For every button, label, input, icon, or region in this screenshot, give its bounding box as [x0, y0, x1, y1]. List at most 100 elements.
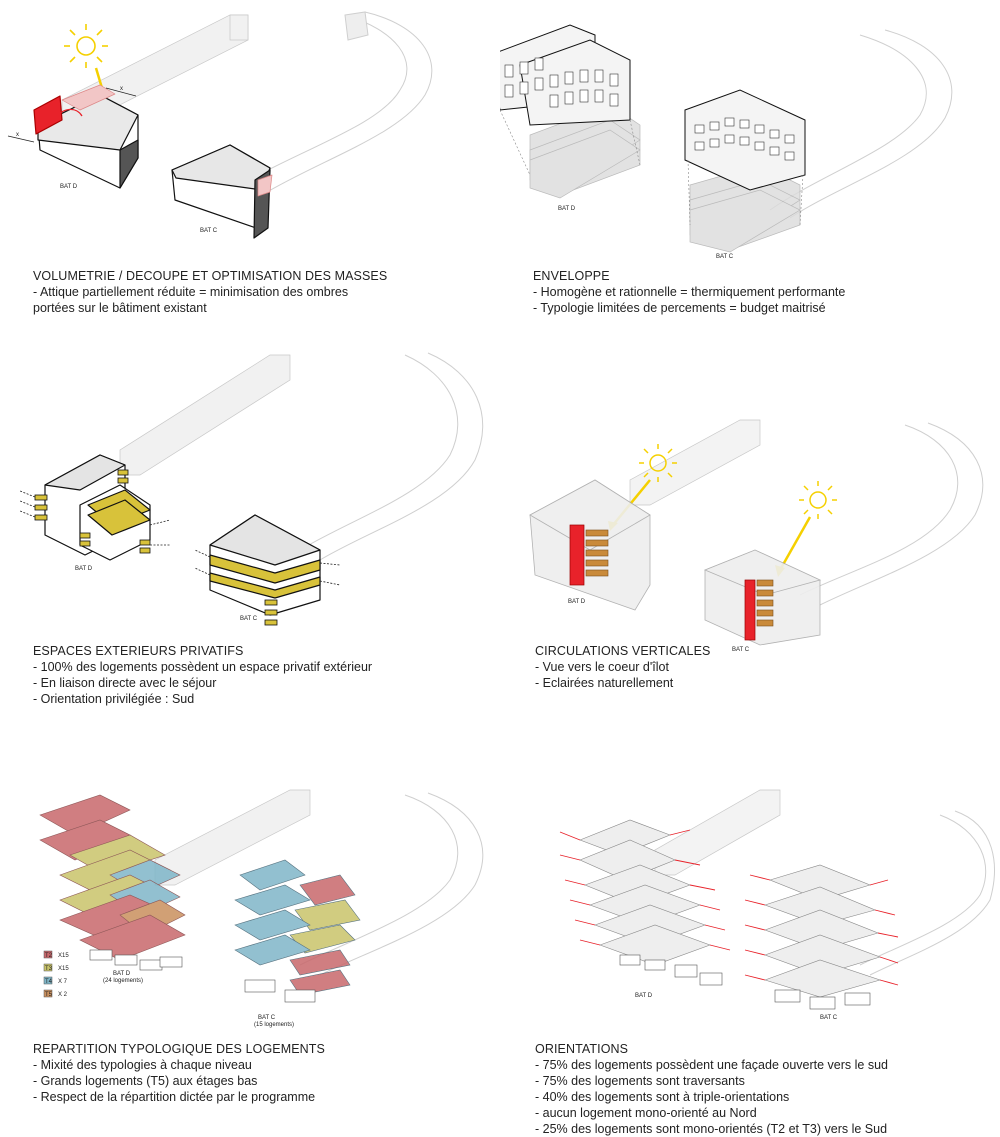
- bat-d-volume: [33, 84, 139, 189]
- bat-d-label: BAT D: [568, 599, 586, 605]
- curved-building-ghost: [799, 422, 984, 606]
- caption-line: - 75% des logements sont traversants: [535, 1074, 745, 1088]
- caption-line: - En liaison directe avec le séjour: [33, 676, 217, 690]
- balconies: [34, 469, 151, 554]
- caption-enveloppe: ENVELOPPE - Homogène et rationnelle = th…: [533, 268, 845, 316]
- existing-building-ghost: [654, 789, 781, 876]
- bat-d-label: BAT D: [113, 971, 131, 977]
- ground-volumes: [89, 949, 183, 971]
- bat-c-ghost: [703, 549, 822, 646]
- curved-building-ghost: [299, 352, 484, 561]
- sun-icon: [639, 444, 677, 482]
- stair-flights: [756, 579, 774, 627]
- caption-line: - 25% des logements sont mono-orientés (…: [535, 1122, 888, 1136]
- bat-d-volume: [44, 454, 151, 561]
- caption-title: CIRCULATIONS VERTICALES: [535, 644, 711, 658]
- svg-text:T2: T2: [45, 953, 53, 959]
- dimension-label: x: [120, 86, 123, 92]
- panel-repartition: BAT D (24 logements) BAT C (15 logements…: [0, 775, 500, 1136]
- enveloppe-diagram: BAT D BAT C: [500, 24, 953, 260]
- sun-icon: [64, 24, 108, 68]
- orientation-arrows: [19, 490, 171, 546]
- bat-c-volume: [171, 144, 273, 239]
- caption-line: - aucun logement mono-orienté au Nord: [535, 1106, 757, 1120]
- bat-c-label: BAT C: [258, 1015, 276, 1021]
- caption-volumetrie: VOLUMETRIE / DECOUPE ET OPTIMISATION DES…: [33, 268, 387, 316]
- caption-title: ESPACES EXTERIEURS PRIVATIFS: [33, 644, 244, 658]
- ground-volumes: [244, 979, 316, 1003]
- curved-building-ghost: [299, 792, 484, 976]
- caption-title: ORIENTATIONS: [535, 1042, 629, 1056]
- bat-c-volume: [209, 514, 321, 616]
- bat-c-label: BAT C: [716, 254, 734, 260]
- bat-d-floors: [579, 819, 711, 966]
- reduction-arrow: [55, 108, 83, 119]
- sun-icon: [799, 481, 837, 519]
- orientations-diagram: BAT D BAT C: [559, 789, 995, 1021]
- bat-d-label: BAT D: [60, 184, 78, 190]
- sun-ray-arrow: [778, 516, 812, 571]
- bat-c-typology-stack: [234, 859, 361, 996]
- caption-circulations: CIRCULATIONS VERTICALES - Vue vers le co…: [535, 643, 711, 691]
- caption-title: VOLUMETRIE / DECOUPE ET OPTIMISATION DES…: [33, 269, 388, 283]
- panel-orientations: BAT D BAT C ORIENTATIONS - 75% des logem…: [500, 775, 1000, 1136]
- stair-core-red: [744, 579, 756, 641]
- bat-c-label: BAT C: [240, 616, 258, 622]
- bat-d-exploded: BAT D: [500, 24, 641, 212]
- bat-c-floors: [764, 864, 882, 998]
- caption-line: - Orientation privilégiée : Sud: [33, 692, 195, 706]
- caption-line: - 40% des logements sont à triple-orient…: [535, 1090, 790, 1104]
- svg-text:X 2: X 2: [58, 992, 68, 998]
- caption-line: - Grands logements (T5) aux étages bas: [33, 1074, 258, 1088]
- bat-c-label: BAT C: [820, 1015, 838, 1021]
- svg-text:X15: X15: [58, 953, 69, 959]
- caption-line: - 75% des logements possèdent une façade…: [535, 1058, 888, 1072]
- svg-text:T5: T5: [45, 992, 53, 998]
- ground-volumes: [619, 954, 723, 986]
- bat-d-label: BAT D: [75, 566, 93, 572]
- bat-c-label: BAT C: [200, 228, 218, 234]
- svg-text:T4: T4: [45, 979, 53, 985]
- caption-espaces: ESPACES EXTERIEURS PRIVATIFS - 100% des …: [33, 643, 372, 707]
- curved-building-ghost: [859, 810, 995, 976]
- svg-text:X15: X15: [58, 966, 69, 972]
- caption-title: REPARTITION TYPOLOGIQUE DES LOGEMENTS: [33, 1042, 325, 1056]
- ground-volumes: [774, 989, 871, 1010]
- bat-c-exploded: BAT C: [684, 89, 806, 260]
- caption-repartition: REPARTITION TYPOLOGIQUE DES LOGEMENTS - …: [33, 1041, 325, 1105]
- orientation-arrows: [194, 549, 341, 586]
- caption-line: - Respect de la répartition dictée par l…: [33, 1090, 316, 1104]
- circulations-diagram: BAT D BAT C: [529, 419, 984, 653]
- bat-c-count: (15 logements): [254, 1022, 294, 1028]
- caption-orientations: ORIENTATIONS - 75% des logements possède…: [535, 1041, 888, 1137]
- caption-line: - Typologie limitées de percements = bud…: [533, 301, 826, 315]
- caption-line: - Vue vers le coeur d'îlot: [535, 660, 669, 674]
- orientation-arrows: [559, 829, 731, 951]
- repartition-diagram: BAT D (24 logements) BAT C (15 logements…: [39, 789, 484, 1028]
- svg-text:T3: T3: [45, 966, 53, 972]
- existing-building-ghost: [629, 419, 761, 506]
- caption-line: - Mixité des typologies à chaque niveau: [33, 1058, 252, 1072]
- panel-circulations: BAT D BAT C CIRCULATIONS VERTICALES - Vu…: [500, 345, 1000, 715]
- panel-enveloppe: BAT D BAT C ENVELOPPE - Homogène: [500, 0, 1000, 330]
- bat-d-count: (24 logements): [103, 978, 143, 984]
- svg-text:X 7: X 7: [58, 979, 68, 985]
- panel-espaces-exterieurs: BAT D BAT C ESPACES EXTERIEURS PRIVATIFS…: [0, 345, 500, 715]
- caption-line: - 100% des logements possèdent un espace…: [33, 660, 373, 674]
- typology-legend: T2 X15 T3 X15 T4 X 7 T5 X 2: [43, 950, 69, 998]
- existing-building-ghost: [154, 789, 311, 886]
- panel-volumetrie: x x BAT D BAT C VOLUMETRIE / DECOUPE ET …: [0, 0, 500, 330]
- curved-building-ghost: [239, 11, 433, 196]
- bat-d-label: BAT D: [558, 206, 576, 212]
- stair-core-red: [569, 524, 585, 586]
- volumetrie-diagram: x x BAT D BAT C: [7, 11, 433, 239]
- caption-title: ENVELOPPE: [533, 269, 610, 283]
- bat-c-label: BAT C: [732, 647, 750, 653]
- orientation-arrows: [744, 874, 899, 986]
- caption-line: - Attique partiellement réduite = minimi…: [33, 285, 349, 299]
- caption-line: portées sur le bâtiment existant: [33, 301, 207, 315]
- balconies: [264, 599, 278, 626]
- dimension-label: x: [16, 132, 19, 138]
- caption-line: - Homogène et rationnelle = thermiquemen…: [533, 285, 846, 299]
- existing-building-ghost: [119, 354, 291, 476]
